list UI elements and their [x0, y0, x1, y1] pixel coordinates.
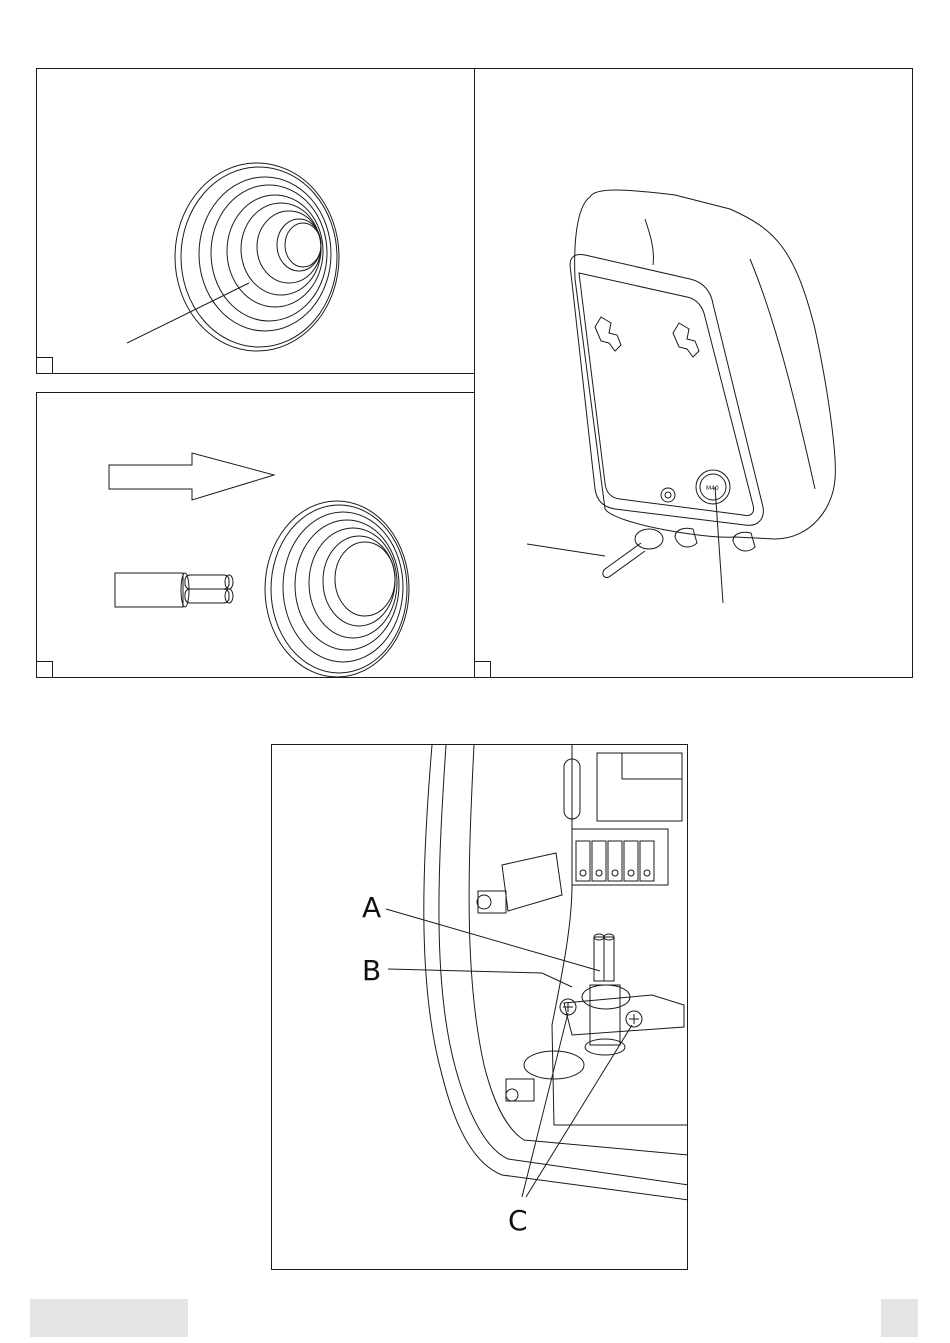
back-plate — [570, 254, 763, 525]
mounting-hook — [673, 323, 699, 357]
footer-tab-right — [881, 1299, 918, 1337]
grommet-illustration — [37, 69, 476, 375]
label-a: A — [362, 891, 381, 924]
cable-a — [594, 934, 614, 981]
relay-block — [597, 753, 682, 821]
terminal-strip — [572, 829, 668, 885]
panel-grommet — [36, 68, 475, 374]
panel-corner-marker — [36, 357, 53, 374]
label-c: C — [508, 1204, 528, 1237]
cable-insertion-illustration — [37, 393, 476, 679]
panel-charger-interior: A B C — [271, 744, 688, 1270]
mounting-hook — [595, 317, 621, 351]
cable — [115, 573, 183, 607]
panel-corner-marker — [36, 661, 53, 678]
panel-corner-marker — [474, 661, 491, 678]
charger-back-illustration: M40 — [475, 69, 914, 679]
charger-interior-illustration: A B C — [272, 745, 688, 1270]
strain-relief-clamp — [564, 985, 684, 1055]
port-marking: M40 — [706, 485, 719, 492]
footer-tab-left — [30, 1299, 188, 1337]
insertion-arrow — [109, 453, 274, 500]
panel-charger-back: M40 — [474, 68, 913, 678]
panel-cable-insertion — [36, 392, 475, 678]
label-b: B — [362, 954, 381, 987]
